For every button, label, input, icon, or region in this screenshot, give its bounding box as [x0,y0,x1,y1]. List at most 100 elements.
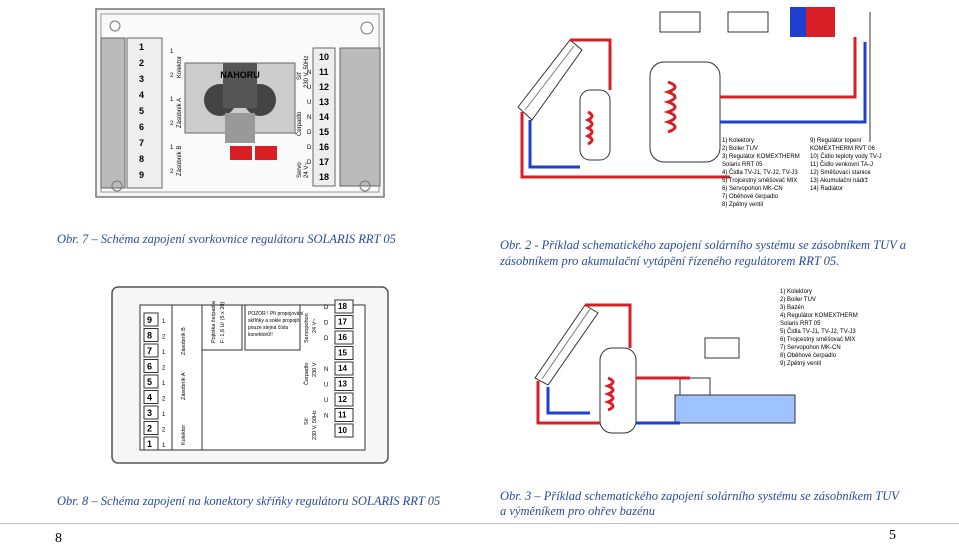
f3-legend-4: Solaris RRT 05 [780,321,821,327]
f7-left-terminal-9: 9 [139,170,144,180]
f2-legend-right-5: 13) Akumulační nádrž [810,178,868,184]
caption-fig2-line2: zásobníkem pro akumulační vytápění řízen… [500,254,840,268]
f2-legend-left-6: 6) Servopohon MK-CN [722,186,783,192]
f8-left-box-2 [143,421,159,435]
f7-right-letter-0: N [307,70,311,76]
cerpadlo-label: Čerpadlo [296,111,303,136]
f7-left-small-4: 1 [170,145,174,151]
f8-left-box-5 [143,374,159,389]
f2-legend-right-3: 11) Čidlo venkovní TA-J [810,161,873,168]
f8-right-box-15 [334,346,354,360]
caption-fig8: Obr. 8 – Schéma zapojení na konektory sk… [57,494,441,508]
f8-servopohon: Servopohon [304,313,310,343]
f8-right-box-12 [334,392,354,407]
page-number-left: 8 [55,531,62,546]
f8-left-box-6 [143,359,159,373]
f8-left-terminal-2: 2 [147,424,152,434]
f7-right-letter-3: N [307,115,311,121]
f8-cerpadlo-voltage: 230 V [312,362,318,377]
footer-rule [0,523,959,524]
f8-right-terminal-18: 18 [338,302,347,311]
f2-legend-right-2: 10) Čidlo teploty vody TV-J [810,153,882,160]
f7-left-terminal-8: 8 [139,154,144,164]
f8-right-letter-6: N [324,414,328,420]
f8-left-terminal-3: 3 [147,408,152,418]
f2-legend-left-5: 5) Trojcestný směšovač MIX [722,178,797,184]
f8-right-terminal-13: 13 [338,380,347,389]
f8-servo-voltage: 24 V~ [312,318,318,333]
f8-left-box-1 [143,436,159,451]
f8-left-box-9 [143,312,159,327]
sit-label: Síť [297,71,303,80]
f7-right-terminal-15: 15 [319,127,329,137]
caption-fig7: Obr. 7 – Schéma zapojení svorkovnice reg… [57,232,396,246]
f7-right-letter-2: U [307,100,311,106]
f7-left-small-3: 2 [170,121,174,127]
f2-legend-left-4: 4) Čidla TV-J1, TV-J2, TV-J3 [722,169,798,176]
f3-legend-0: 1) Kolektory [780,289,812,295]
f8-left-terminal-4: 4 [147,393,152,403]
caption-fig3-line2: a výměníkem pro ohřev bazénu [500,504,656,518]
f8-right-box-10 [334,423,354,438]
f8-left-small-5: 2 [162,397,166,403]
f7-left-terminal-4: 4 [139,90,144,100]
f3-legend-2: 3) Bazén [780,305,804,311]
f2-legend-right-0: 9) Regulátor topení [810,138,862,144]
servo-voltage-label: 24 V~ [304,162,310,178]
f3-legend-6: 6) Trojcestný směšovač MIX [780,337,855,343]
f8-warning-line-2: pouze stejná čísla [248,325,288,331]
f8-warning-line-0: POZOR ! Při propojování [248,311,304,317]
f2-legend-left-1: 2) Boiler TUV [722,146,758,152]
f7-right-terminal-18: 18 [319,172,329,182]
f8-right-box-18 [334,299,354,314]
servo-label: Servo [297,162,303,178]
f8-left-small-0: 1 [162,319,166,325]
f8-zasobnik-a: Zásobník A [181,372,187,400]
f8-right-terminal-11: 11 [338,411,347,420]
f7-right-terminal-17: 17 [319,157,329,167]
f8-right-terminal-17: 17 [338,318,347,327]
f7-right-terminal-11: 11 [319,67,329,77]
f7-left-terminal-1: 1 [139,42,144,52]
f7-right-letter-5: D [307,145,312,151]
f2-legend-left-3: Solaris RRT 05 [722,162,763,168]
f2-legend-left-2: 3) Regulátor KOMEXTHERM [722,154,800,160]
f8-left-terminal-5: 5 [147,377,152,387]
f8-cerpadlo: Čerpadlo [303,363,310,385]
f8-left-terminal-9: 9 [147,315,152,325]
f8-zasobnik-b: Zásobník B [181,327,187,355]
f7-left-terminal-5: 5 [139,106,144,116]
f7-left-small-1: 2 [170,73,174,79]
f2-legend-right-6: 14) Radiátor [810,186,843,192]
f7-left-small-0: 1 [170,49,174,55]
f8-left-terminal-1: 1 [147,439,152,449]
f7-right-letter-1: U [307,85,311,91]
f7-right-letter-4: D [307,130,312,136]
f8-right-letter-0: D [324,305,329,311]
f8-right-terminal-15: 15 [338,349,347,358]
f7-left-small-2: 1 [170,97,174,103]
f3-legend-3: 4) Regulátor KOMEXTHERM [780,313,858,319]
nahoru-label: NAHORU [220,70,260,80]
f8-left-small-1: 2 [162,335,166,341]
f8-left-terminal-7: 7 [147,346,152,356]
f8-right-terminal-12: 12 [338,395,347,404]
f8-right-terminal-14: 14 [338,364,347,373]
f8-left-small-7: 2 [162,428,166,434]
f8-right-letter-5: U [324,398,328,404]
zasobnik-a-label: Zásobník A [177,98,183,128]
f2-legend-left-0: 1) Kolektory [722,138,754,144]
f8-left-small-2: 1 [162,350,166,356]
f8-left-box-7 [143,343,159,358]
f8-warning-line-1: skříňky a sokle propojit [248,318,299,324]
f8-right-letter-3: N [324,367,328,373]
zasobnik-b-label: Zásobník B [177,146,183,176]
f8-warning-line-3: konektorů!! [248,331,273,338]
f7-left-terminal-7: 7 [139,138,144,148]
f7-left-terminal-2: 2 [139,58,144,68]
f2-legend-right-1: KOMEXTHERM RVT 06 [810,146,875,152]
f8-left-box-8 [143,328,159,342]
f8-right-box-13 [334,377,354,391]
f8-right-box-16 [334,330,354,345]
